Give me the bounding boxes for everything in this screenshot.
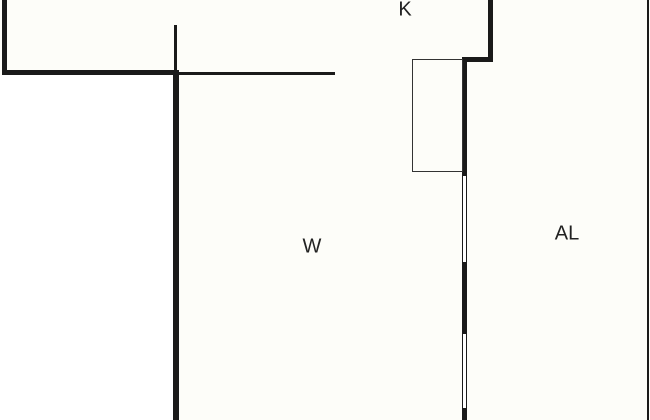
wall-partition-horizontal [175,72,335,75]
window [463,334,466,408]
counter [412,59,463,172]
wall-kitchen-right [488,0,493,62]
room-label-kitchen: K [398,0,412,21]
room-label-alcove: AL [554,222,580,245]
wall-partition-thin [174,25,177,73]
wall-kitchen-bottom [2,70,179,75]
wall-left-top [2,0,7,75]
room-label-living: W [302,235,322,258]
exterior-area [0,75,175,420]
wall-alcove-right [647,0,649,420]
window [463,176,466,262]
wall-kitchen-step [462,57,493,62]
wall-living-left [173,72,179,420]
